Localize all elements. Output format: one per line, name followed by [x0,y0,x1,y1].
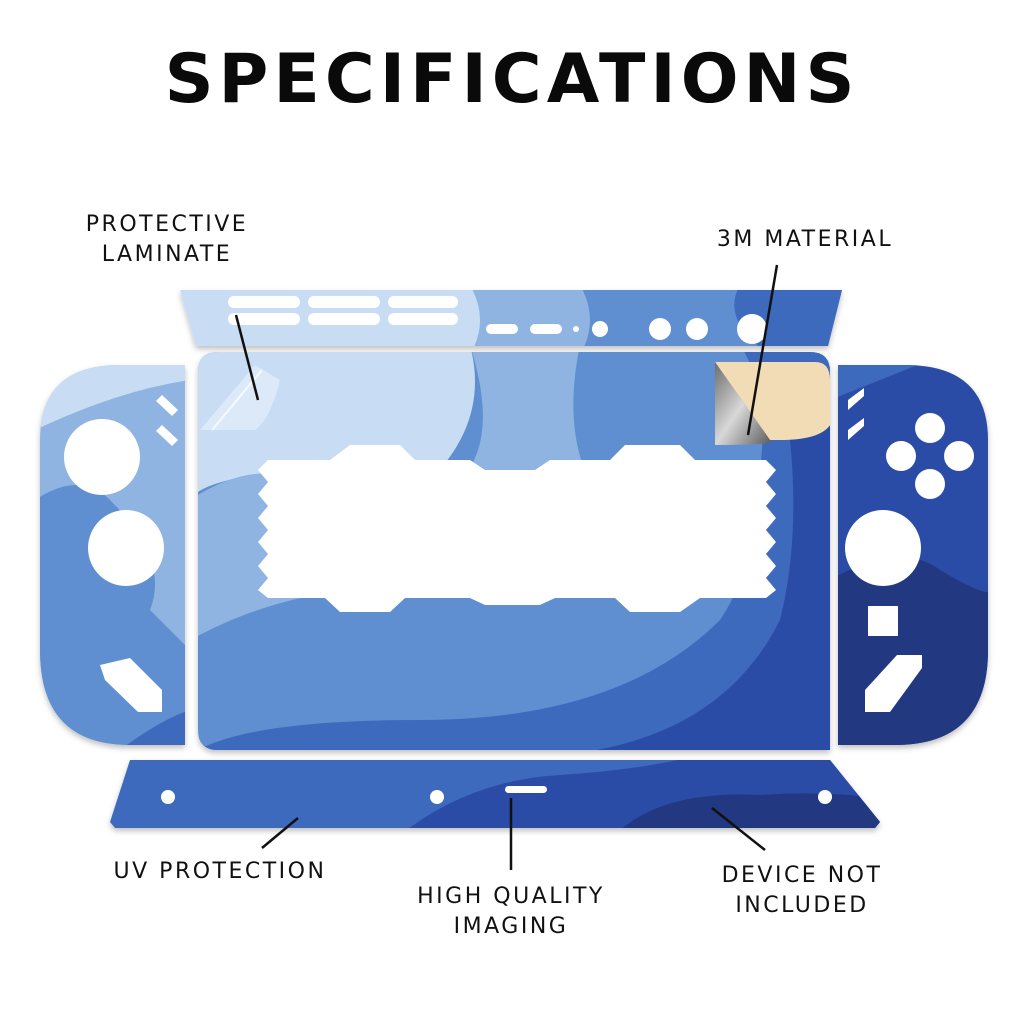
imaging-line1: HIGH QUALITY [417,884,605,909]
protective-laminate-label: PROTECTIVE LAMINATE [67,210,267,270]
adhesive-backing [715,362,830,440]
main-panel-skin [198,352,830,750]
page-title: SPECIFICATIONS [164,40,860,119]
laminate-leader-line [234,314,260,401]
device-line2: INCLUDED [735,893,869,918]
device-not-included-label: DEVICE NOT INCLUDED [692,861,912,921]
uv-protection-label: UV PROTECTION [113,859,327,884]
imaging-line2: IMAGING [453,914,569,939]
device-line1: DEVICE NOT [721,863,883,888]
high-quality-imaging-label: HIGH QUALITY IMAGING [391,882,631,942]
device-leader-line [711,807,766,851]
top-strip-skin [180,290,842,346]
protective-laminate-line1: PROTECTIVE [85,212,249,237]
protective-laminate-line2: LAMINATE [101,242,233,267]
3m-material-peel [715,362,772,445]
bottom-strip-skin [110,760,880,828]
left-joycon-skin [40,365,185,745]
material-leader-line [746,264,779,436]
3m-material-label: 3M MATERIAL [716,227,894,252]
right-joycon-skin [838,365,988,745]
uv-leader-line [261,817,299,849]
